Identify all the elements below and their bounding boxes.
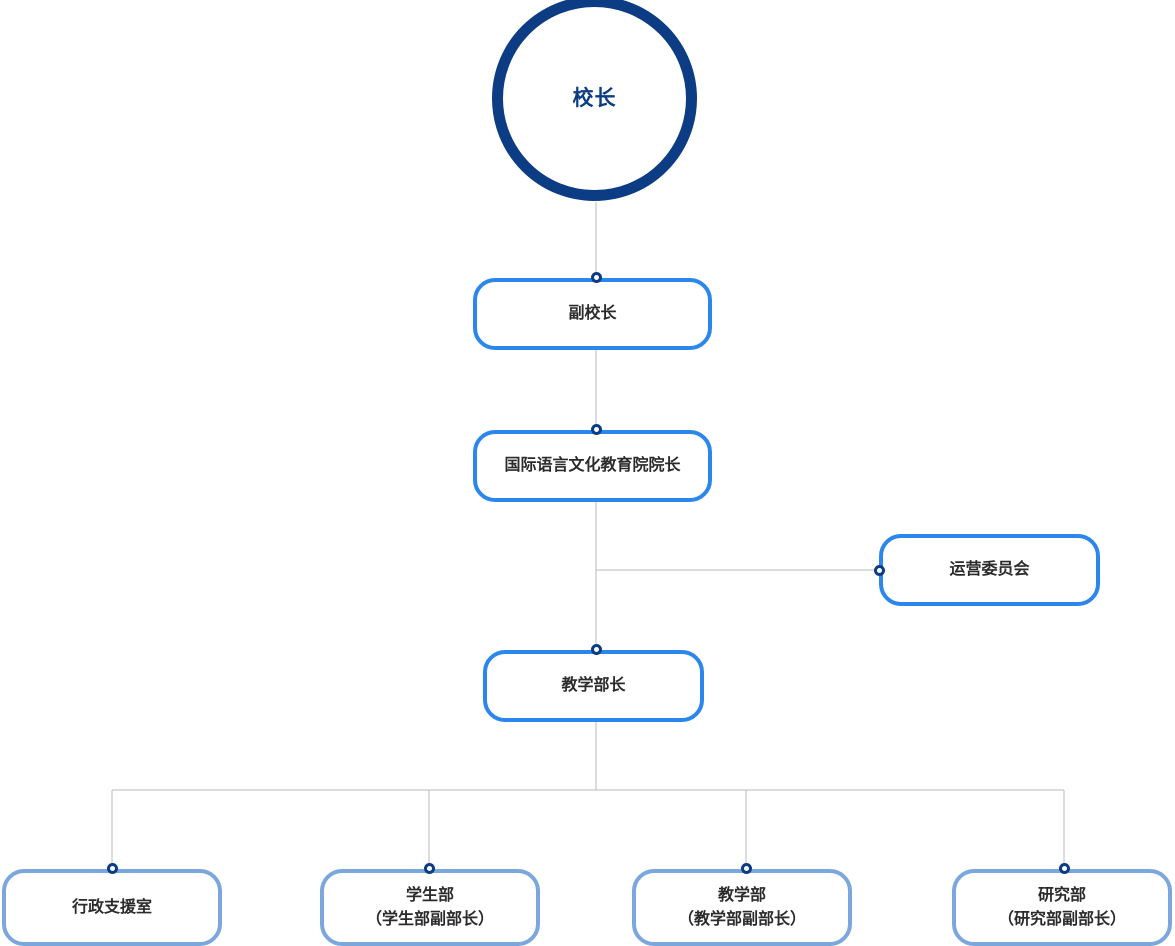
connector-dot-teaching-department — [740, 862, 752, 874]
node-admin-support-office[interactable]: 行政支援室 — [2, 869, 222, 946]
node-student-department[interactable]: 学生部 （学生部副部长） — [320, 869, 540, 946]
connector-dot-admin-support-office — [106, 862, 118, 874]
node-research-department[interactable]: 研究部 （研究部副部长） — [952, 869, 1172, 946]
node-operating-committee-label: 运营委员会 — [949, 561, 1030, 579]
node-admin-support-office-label: 行政支援室 — [71, 898, 152, 916]
node-vice-principal[interactable]: 副校长 — [473, 278, 712, 350]
node-teaching-head[interactable]: 教学部长 — [483, 650, 704, 722]
node-principal-label: 校长 — [572, 86, 617, 110]
node-teaching-head-label: 教学部长 — [561, 677, 626, 695]
connector-dot-operating-committee — [873, 564, 885, 576]
connector-dot-teaching-head — [590, 643, 602, 655]
node-research-department-label: 研究部 （研究部副部长） — [997, 887, 1126, 928]
connector-dot-student-department — [423, 862, 435, 874]
node-dean[interactable]: 国际语言文化教育院院长 — [473, 430, 712, 502]
connector-dot-research-department — [1058, 862, 1070, 874]
node-teaching-department[interactable]: 教学部 （教学部副部长） — [632, 869, 852, 946]
node-operating-committee[interactable]: 运营委员会 — [879, 534, 1100, 606]
connector-dot-dean — [590, 423, 602, 435]
node-student-department-label: 学生部 （学生部副部长） — [365, 887, 494, 928]
connector-dot-vice-principal — [590, 271, 602, 283]
node-vice-principal-label: 副校长 — [568, 305, 617, 323]
node-dean-label: 国际语言文化教育院院长 — [504, 457, 681, 475]
node-principal[interactable]: 校长 — [492, 0, 697, 201]
node-teaching-department-label: 教学部 （教学部副部长） — [677, 887, 806, 928]
